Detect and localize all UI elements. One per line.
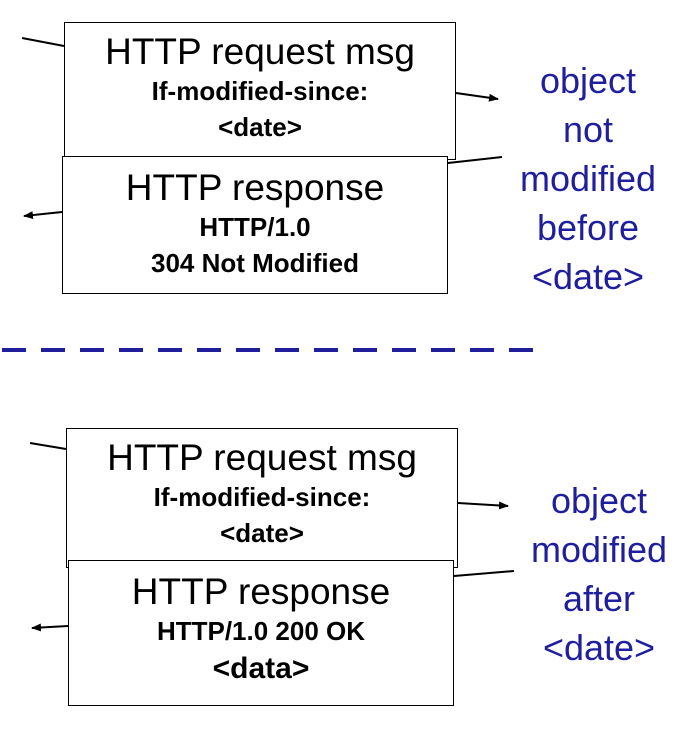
bottom-note-line: after	[562, 578, 636, 619]
bottom-request-date: <date>	[220, 518, 304, 548]
bottom-response-body: <data>	[212, 652, 310, 685]
bottom-response-box: HTTP response HTTP/1.0 200 OK <data>	[68, 560, 454, 706]
top-request-date: <date>	[218, 112, 302, 142]
bottom-response-incoming-line	[453, 570, 515, 577]
top-note-line: object	[539, 60, 637, 101]
top-request-header: If-modified-since:	[151, 76, 369, 106]
bottom-request-title: HTTP request msg	[107, 437, 417, 478]
top-request-arrow	[455, 92, 499, 102]
top-request-incoming-line	[21, 37, 65, 47]
bottom-request-arrow	[457, 501, 509, 510]
top-response-title: HTTP response	[125, 167, 385, 208]
bottom-note-line: <date>	[542, 627, 656, 668]
top-note-line: <date>	[531, 256, 645, 297]
bottom-response-arrow	[31, 623, 69, 632]
top-response-incoming-line	[447, 156, 503, 164]
top-response-arrow	[23, 211, 63, 220]
bottom-response-title: HTTP response	[131, 571, 391, 612]
top-note-line: before	[536, 207, 640, 248]
bottom-request-header: If-modified-since:	[153, 482, 371, 512]
bottom-request-box: HTTP request msg If-modified-since: <dat…	[66, 428, 458, 568]
top-response-status: 304 Not Modified	[150, 248, 359, 278]
bottom-response-status: HTTP/1.0 200 OK	[156, 616, 366, 646]
bottom-note: object modified after <date>	[514, 476, 684, 672]
bottom-note-line: modified	[530, 529, 668, 570]
bottom-request-incoming-line	[29, 442, 67, 450]
top-request-title: HTTP request msg	[105, 31, 415, 72]
top-request-box: HTTP request msg If-modified-since: <dat…	[64, 22, 456, 160]
top-note-line: not	[562, 109, 614, 150]
top-note: object not modified before <date>	[498, 56, 678, 301]
top-response-version: HTTP/1.0	[199, 212, 311, 242]
top-note-line: modified	[519, 158, 657, 199]
top-response-box: HTTP response HTTP/1.0 304 Not Modified	[62, 156, 448, 294]
bottom-note-line: object	[550, 480, 648, 521]
